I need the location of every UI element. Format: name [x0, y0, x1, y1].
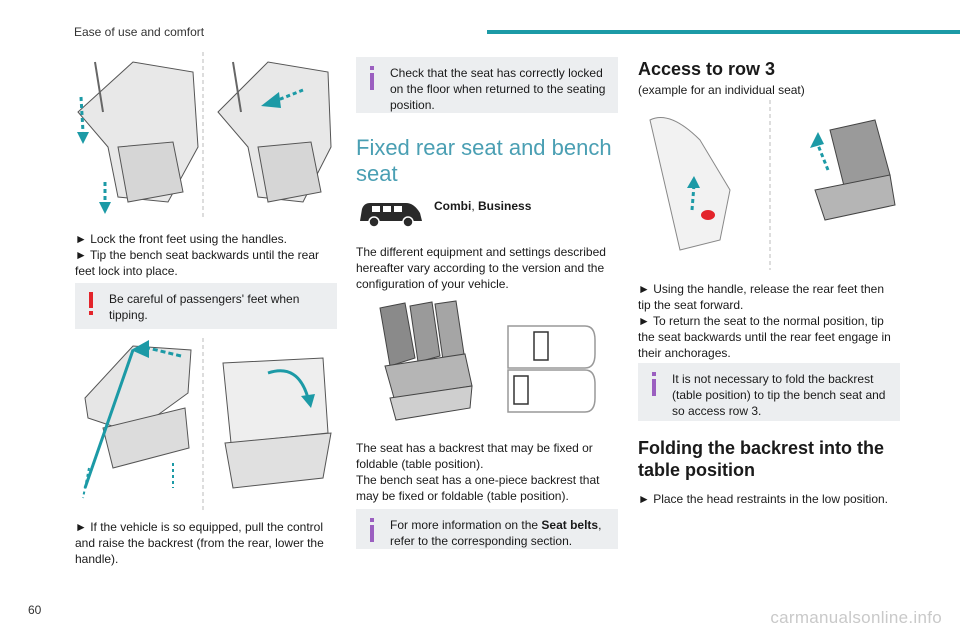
step-text: ► If the vehicle is so equipped, pull th… [75, 520, 324, 566]
para-equipment-vary: The different equipment and settings des… [356, 244, 621, 292]
header-accent-bar [487, 30, 960, 34]
info-box-seat-locked: Check that the seat has correctly locked… [356, 57, 618, 113]
para-bench-backrest: The bench seat has a one-piece backrest … [356, 472, 621, 504]
para-text: The seat has a backrest that may be fixe… [356, 441, 593, 471]
info-box-seat-belts: For more information on the Seat belts, … [356, 509, 618, 549]
step-text: ► Using the handle, release the rear fee… [638, 282, 885, 312]
section-title: Ease of use and comfort [74, 25, 205, 39]
step-tip-bench: ► Tip the bench seat backwards until the… [75, 247, 337, 279]
step-head-restraints: ► Place the head restraints in the low p… [638, 491, 900, 507]
para-seat-backrest: The seat has a backrest that may be fixe… [356, 440, 621, 472]
step-lock-front-feet: ► Lock the front feet using the handles. [75, 231, 337, 247]
info-text-post: , refer to the corresponding section. [390, 518, 602, 548]
step-raise-backrest: ► If the vehicle is so equipped, pull th… [75, 519, 337, 567]
info-text: It is not necessary to fold the backrest… [672, 372, 886, 418]
info-text-pre: For more information on the [390, 518, 542, 532]
warning-exclamation-icon [89, 292, 93, 315]
info-text-bold: Seat belts [541, 518, 599, 532]
para-text: The different equipment and settings des… [356, 245, 606, 291]
heading-access-row-3: Access to row 3 [638, 59, 776, 79]
step-text: ► Place the head restraints in the low p… [638, 492, 889, 506]
info-icon [370, 518, 374, 542]
version-combi: Combi [434, 199, 472, 213]
version-business: Business [478, 199, 532, 213]
figure-raise-backrest [73, 338, 335, 510]
version-separator: , [471, 199, 479, 213]
info-box-row-3: It is not necessary to fold the backrest… [638, 363, 900, 421]
heading-table-position: Folding the backrest into the table posi… [638, 438, 885, 480]
subtitle-example: (example for an individual seat) [638, 83, 805, 97]
step-text: ► To return the seat to the normal posit… [638, 314, 891, 360]
step-return-seat: ► To return the seat to the normal posit… [638, 313, 900, 361]
warning-text: Be careful of passengers' feet when tipp… [109, 292, 300, 322]
page-number: 60 [28, 603, 42, 617]
warning-box: Be careful of passengers' feet when tipp… [75, 283, 337, 329]
step-release-rear-feet: ► Using the handle, release the rear fee… [638, 281, 900, 313]
heading-fixed-rear-seat: Fixed rear seat and bench seat [356, 135, 612, 186]
figure-seat-layout [360, 298, 618, 428]
figure-lock-front-feet [73, 52, 335, 220]
info-icon [652, 372, 656, 396]
van-icon [360, 203, 422, 228]
step-text: ► Lock the front feet using the handles. [75, 232, 288, 246]
figure-access-row-3 [640, 100, 900, 270]
step-text: ► Tip the bench seat backwards until the… [75, 248, 320, 278]
para-text: The bench seat has a one-piece backrest … [356, 473, 600, 503]
versions-label: Combi, Business [434, 199, 531, 213]
watermark: carmanualsonline.info [770, 608, 942, 627]
info-text: Check that the seat has correctly locked… [390, 66, 606, 112]
info-icon [370, 66, 374, 90]
